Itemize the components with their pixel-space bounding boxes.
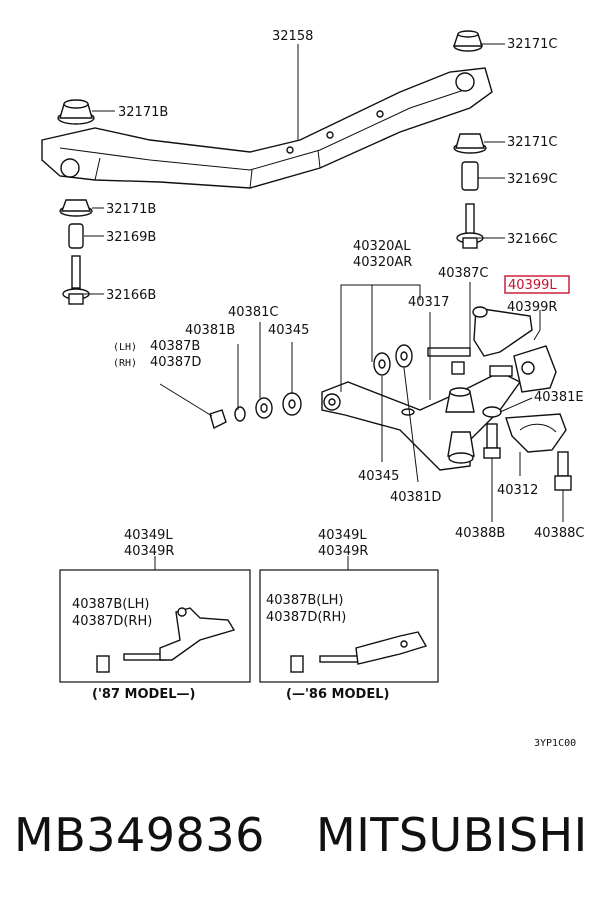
label-32171B-top: 32171B <box>118 105 168 120</box>
label-40317: 40317 <box>408 295 449 310</box>
inset-right-item-d: 40387D(RH) <box>266 610 346 625</box>
label-40320AL: 40320AL <box>353 239 411 254</box>
washer-40345-c[interactable] <box>282 392 302 416</box>
label-40381B: 40381B <box>185 323 235 338</box>
label-40320AR: 40320AR <box>353 255 412 270</box>
crossmember-32158[interactable] <box>41 67 493 189</box>
inset-left-title-r: 40349R <box>124 544 174 559</box>
bolt-40388B[interactable] <box>483 423 501 459</box>
ball-joint-lower[interactable] <box>447 431 475 464</box>
inset-right-title-l: 40349L <box>318 528 367 543</box>
washer-40345-b[interactable] <box>395 344 413 368</box>
bushing-32171C-top[interactable] <box>453 30 483 52</box>
label-40381C: 40381C <box>228 305 278 320</box>
strut-bar-bracket-40399[interactable] <box>472 306 533 357</box>
label-40387C: 40387C <box>438 266 488 281</box>
label-32166B: 32166B <box>106 288 156 303</box>
label-32171C-top: 32171C <box>507 37 557 52</box>
bushing-32171B-lower[interactable] <box>59 199 93 217</box>
inset-right-title-r: 40349R <box>318 544 368 559</box>
inset-86-model: 40349L 40349R 40387B(LH) 40387D(RH) (—'8… <box>259 528 439 702</box>
clamp-40312[interactable] <box>505 413 567 453</box>
label-40345-top: 40345 <box>268 323 309 338</box>
collar-32169C[interactable] <box>461 161 479 191</box>
washer-40345-a[interactable] <box>373 352 391 376</box>
bolt-40387C[interactable] <box>427 347 471 375</box>
label-32166C: 32166C <box>507 232 557 247</box>
bushing-strut[interactable] <box>489 345 557 393</box>
label-40387D: 40387D <box>150 355 201 370</box>
label-32169C: 32169C <box>507 172 557 187</box>
label-32158: 32158 <box>272 29 313 44</box>
inset-right-item-b: 40387B(LH) <box>266 593 343 608</box>
label-40381E: 40381E <box>534 390 584 405</box>
label-40312: 40312 <box>497 483 538 498</box>
inset-left-caption: ('87 MODEL—) <box>92 687 195 702</box>
inset-left-item-b: 40387B(LH) <box>72 597 149 612</box>
inset-left-item-d: 40387D(RH) <box>72 614 152 629</box>
inset-left-title-l: 40349L <box>124 528 173 543</box>
washer-40381E[interactable] <box>482 406 502 418</box>
label-rh: (RH) <box>113 358 137 369</box>
bolt-40388C[interactable] <box>554 451 572 491</box>
nut-40387[interactable] <box>209 409 227 430</box>
part-number: MB349836 <box>14 808 265 862</box>
label-32171C-mid: 32171C <box>507 135 557 150</box>
label-40345-low: 40345 <box>358 469 399 484</box>
inset-right-caption: (—'86 MODEL) <box>286 687 389 702</box>
label-40381D: 40381D <box>390 490 441 505</box>
washer-40381B[interactable] <box>234 406 246 422</box>
highlight-box-40399L <box>504 275 570 294</box>
inset-87-model: 40349L 40349R 40387B(LH) 40387D(RH) ('87… <box>59 528 251 702</box>
bolt-32166C[interactable] <box>456 203 484 249</box>
collar-32169B[interactable] <box>68 223 84 249</box>
bolt-32166B[interactable] <box>62 255 90 305</box>
washer-40381C[interactable] <box>255 397 273 419</box>
brand-name: MITSUBISHI <box>316 808 588 862</box>
bushing-32171B-upper[interactable] <box>57 99 95 125</box>
ball-joint-40317[interactable] <box>445 387 475 413</box>
leader-lines <box>84 43 564 570</box>
label-40388B: 40388B <box>455 526 505 541</box>
label-32169B: 32169B <box>106 230 156 245</box>
label-40399R: 40399R <box>507 300 557 315</box>
label-40399L: 40399L <box>508 278 557 293</box>
bushing-32171C-mid[interactable] <box>453 133 487 154</box>
diagram-code: 3YP1C00 <box>534 738 576 749</box>
label-32171B-low: 32171B <box>106 202 156 217</box>
label-lh: (LH) <box>113 342 137 353</box>
part-labels: 32158 32171C 32171B 32171C 32169C 32171B… <box>106 29 584 541</box>
label-40388C: 40388C <box>534 526 584 541</box>
label-40387B: 40387B <box>150 339 200 354</box>
